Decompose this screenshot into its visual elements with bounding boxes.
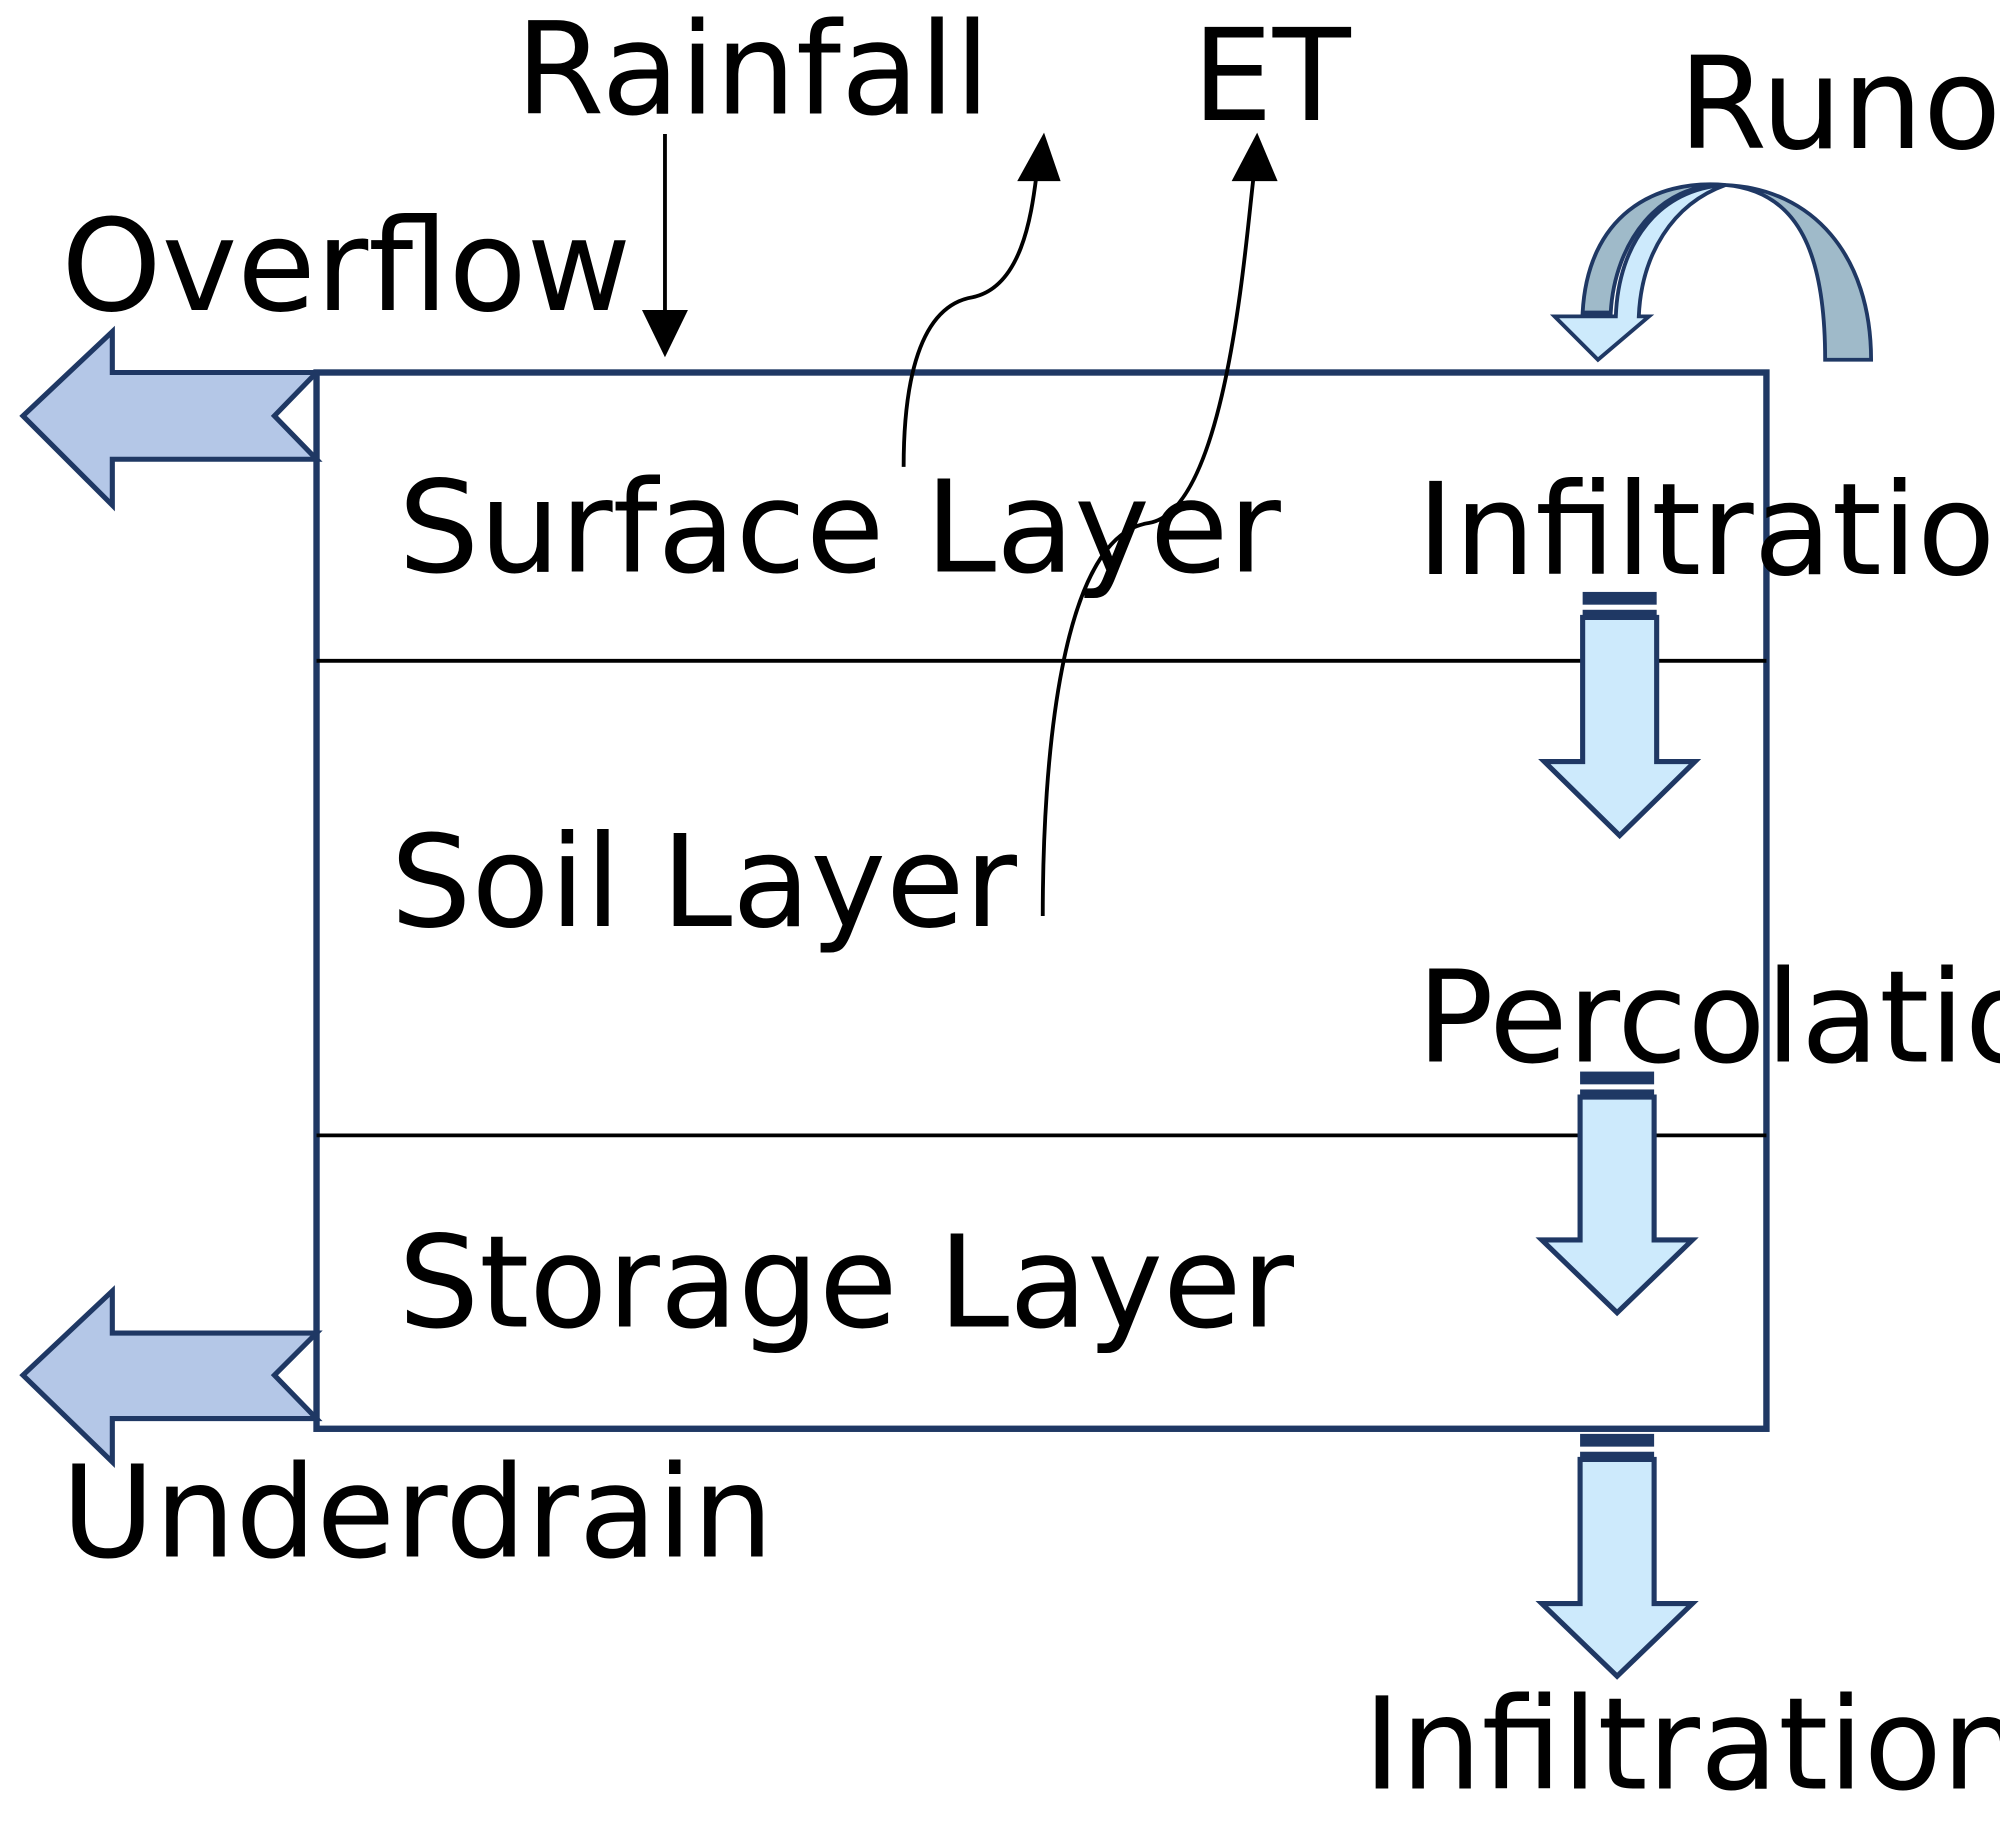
et-label: ET [1192, 3, 1352, 151]
soil-layer-label: Soil Layer [391, 809, 1018, 957]
percolation-arrow [1535, 1071, 1699, 1317]
underdrain-label: Underdrain [61, 1439, 773, 1587]
surface-layer-label: Surface Layer [398, 455, 1281, 603]
runon-arrow [1549, 182, 1874, 363]
infiltration-arrow-top [1538, 591, 1702, 840]
et-arrow-soil [1040, 132, 1278, 916]
underdrain-arrow [19, 1285, 323, 1468]
overflow-arrow [19, 325, 323, 512]
infiltration-arrow-bottom [1535, 1433, 1699, 1680]
et-arrow-surface [901, 132, 1061, 467]
runon-label: Runon [1678, 31, 2000, 179]
rainfall-arrow [641, 133, 688, 358]
infiltration-bottom-label: Infiltration [1363, 1672, 2000, 1820]
storage-layer-label: Storage Layer [398, 1210, 1294, 1358]
rainfall-label: Rainfall [516, 0, 990, 145]
overflow-label: Overflow [61, 193, 631, 341]
percolation-label: Percolation [1417, 944, 2000, 1092]
infiltration-top-label: Infiltration [1417, 457, 2000, 605]
